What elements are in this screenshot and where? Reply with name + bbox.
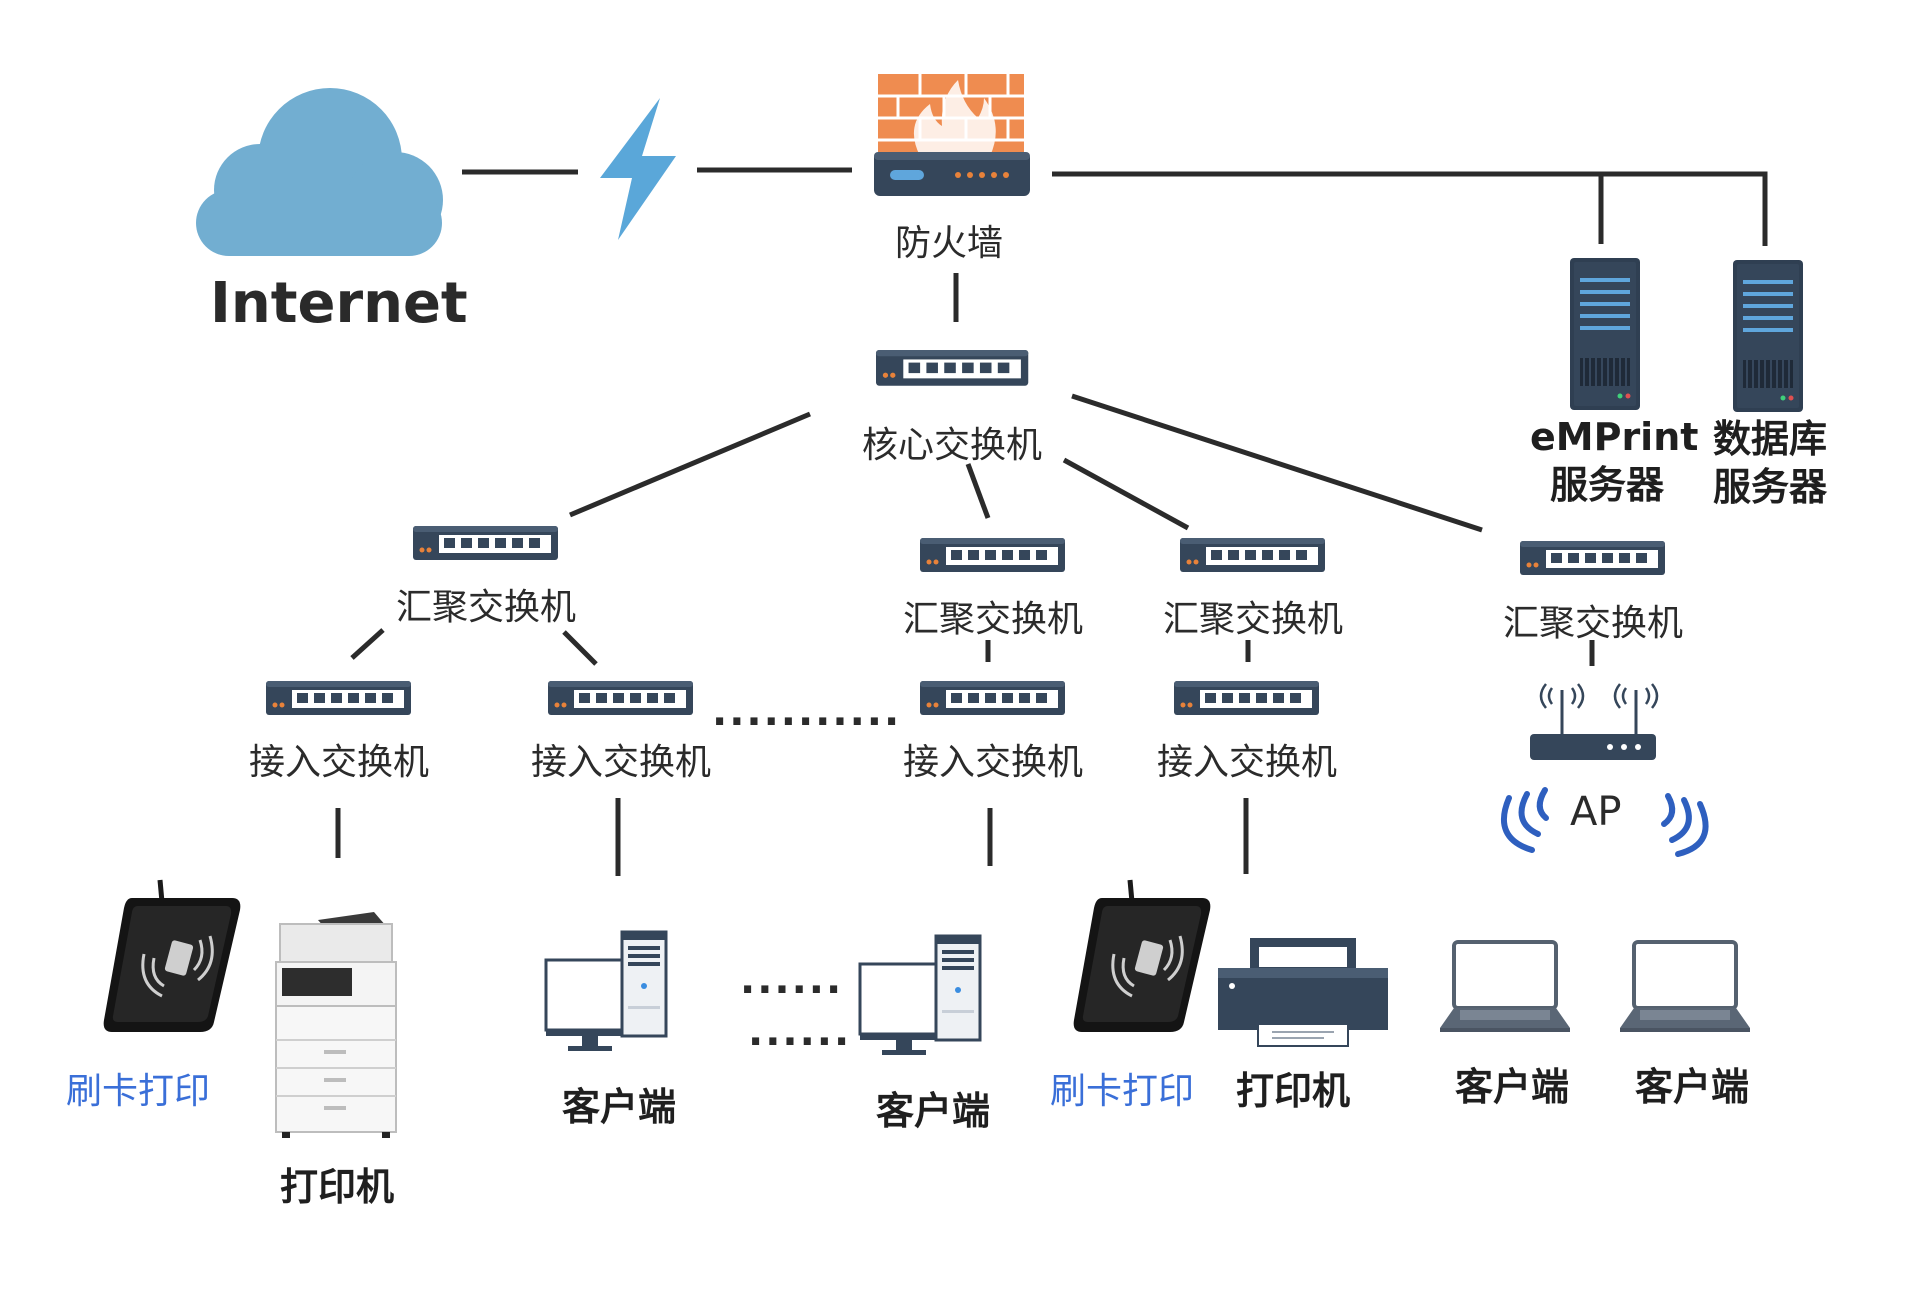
internet-label: Internet <box>210 271 468 336</box>
switch-icon <box>413 526 558 560</box>
eMPrint-server-label-line2: 服务器 <box>1550 463 1665 507</box>
ap-icon <box>1530 683 1659 760</box>
client-label-3: 客户端 <box>1455 1065 1570 1109</box>
client-label-1: 客户端 <box>562 1085 677 1129</box>
access-switch-label-4: 接入交换机 <box>1157 742 1338 783</box>
agg-switch-label-1: 汇聚交换机 <box>396 587 577 628</box>
printer-icon <box>1218 938 1388 1047</box>
server-icon <box>1732 259 1804 413</box>
desktop-icon <box>544 930 668 1053</box>
cloud-icon <box>196 88 443 256</box>
db-server-label-line2: 服务器 <box>1713 465 1828 509</box>
client-label-2: 客户端 <box>876 1089 991 1133</box>
agg-switch-label-2: 汇聚交换机 <box>903 599 1084 640</box>
firewall-label: 防火墙 <box>895 223 1004 264</box>
links <box>335 167 1768 876</box>
laptop-icon <box>1438 940 1572 1034</box>
access-switch-label-2: 接入交换机 <box>531 742 712 783</box>
db-server-label-line1: 数据库 <box>1713 417 1828 461</box>
switch-icon <box>920 681 1065 715</box>
core-switch-label: 核心交换机 <box>862 425 1043 466</box>
printer-label-1: 打印机 <box>280 1165 395 1209</box>
switch-icon <box>920 538 1065 572</box>
ellipsis-clients-top: ...... <box>740 957 844 1003</box>
server-icon <box>1569 257 1641 411</box>
switch-icon <box>548 681 693 715</box>
desktop-icon <box>858 934 982 1057</box>
agg-switch-label-4: 汇聚交换机 <box>1503 603 1684 644</box>
switch-icon <box>876 350 1029 386</box>
switch-icon <box>1520 541 1665 575</box>
card-print-label-2: 刷卡打印 <box>1050 1071 1195 1112</box>
wifi-icon <box>1501 787 1549 853</box>
switch-icon <box>1180 538 1325 572</box>
laptop-icon <box>1618 940 1752 1034</box>
wifi-icon <box>1661 793 1709 857</box>
access-switch-label-3: 接入交换机 <box>903 742 1084 783</box>
switch-icon <box>1174 681 1319 715</box>
lightning-icon <box>600 98 676 240</box>
eMPrint-server-label-line1: eMPrint <box>1530 415 1699 459</box>
ellipsis-clients-bottom: ...... <box>748 1009 852 1055</box>
mfp-printer-icon <box>275 912 397 1138</box>
printer-label-2: 打印机 <box>1236 1069 1351 1113</box>
card-reader-icon <box>1074 880 1211 1032</box>
access-switch-label-1: 接入交换机 <box>249 742 430 783</box>
ap-label: AP <box>1570 789 1622 835</box>
client-label-4: 客户端 <box>1635 1065 1750 1109</box>
ellipsis-switches: ........... <box>712 689 902 735</box>
card-reader-icon <box>104 880 241 1032</box>
agg-switch-label-3: 汇聚交换机 <box>1163 599 1344 640</box>
switch-icon <box>266 681 411 715</box>
card-print-label-1: 刷卡打印 <box>66 1071 211 1112</box>
firewall-icon <box>874 74 1030 196</box>
